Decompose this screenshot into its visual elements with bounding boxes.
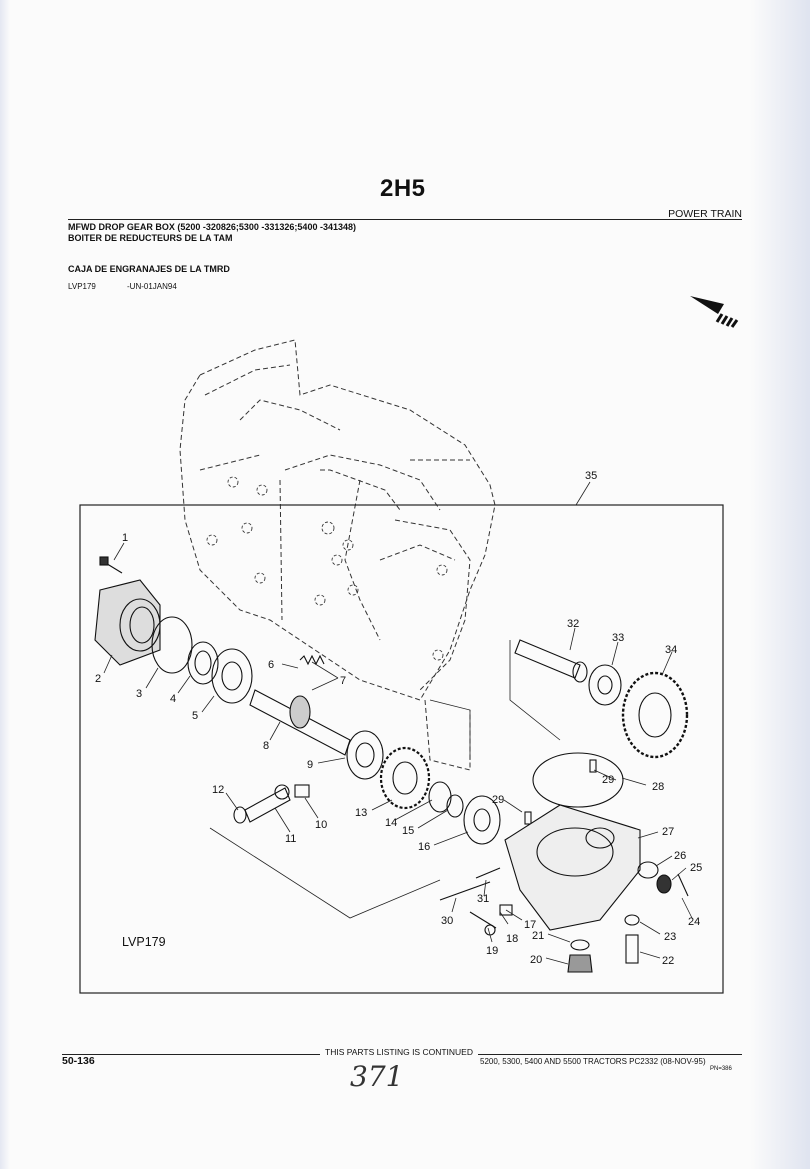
- callout-25: 25: [690, 862, 702, 874]
- diagram-label: LVP179: [122, 935, 166, 949]
- page-code: 2H5: [380, 175, 426, 202]
- callout-19: 19: [486, 945, 498, 957]
- footer-rule-left: [62, 1054, 320, 1055]
- callout-labels: 35 1 2 3 4 5 6 7 8 9 10 11 12 13 14 15 1…: [95, 470, 702, 967]
- callout-31: 31: [477, 893, 489, 905]
- illustration-ref-date: -UN-01JAN94: [127, 282, 177, 291]
- callout-11: 11: [285, 833, 296, 845]
- callout-15: 15: [402, 825, 414, 837]
- callout-21: 21: [532, 930, 544, 942]
- callout-23: 23: [664, 931, 676, 943]
- parts-drawing: [94, 556, 689, 973]
- callout-29-top: 29: [602, 774, 614, 786]
- handwritten-number: 371: [350, 1060, 404, 1093]
- callout-18: 18: [506, 933, 518, 945]
- callout-24: 24: [688, 916, 700, 928]
- callout-29-bottom: 29: [492, 794, 504, 806]
- callout-12: 12: [212, 784, 224, 796]
- callout-32: 32: [567, 618, 579, 630]
- callout-34: 34: [665, 644, 677, 656]
- callout-8: 8: [263, 740, 269, 752]
- scan-edge-right: [750, 0, 810, 1169]
- section-label: POWER TRAIN: [668, 208, 742, 220]
- page-number: 50-136: [62, 1055, 95, 1067]
- housing-holes: [206, 476, 448, 661]
- diagram-frame: [79, 504, 724, 994]
- callout-22: 22: [662, 955, 674, 967]
- callout-30: 30: [441, 915, 453, 927]
- continued-notice: THIS PARTS LISTING IS CONTINUED: [325, 1047, 473, 1057]
- callout-33: 33: [612, 632, 624, 644]
- callout-16: 16: [418, 841, 430, 853]
- footer-tractor-models: 5200, 5300, 5400 AND 5500 TRACTORS PC233…: [480, 1057, 706, 1066]
- direction-arrow-icon: [690, 296, 739, 328]
- title-french: BOITER DE REDUCTEURS DE LA TAM: [68, 233, 233, 243]
- callout-1: 1: [122, 532, 128, 544]
- callout-20: 20: [530, 954, 542, 966]
- housing-outline: [179, 339, 496, 771]
- callout-27: 27: [662, 826, 674, 838]
- leader-lines: [103, 481, 693, 965]
- footer-pn: PN=386: [710, 1066, 732, 1072]
- callout-3: 3: [136, 688, 142, 700]
- callout-9: 9: [307, 759, 313, 771]
- callout-7: 7: [340, 675, 346, 687]
- header-rule: [68, 219, 742, 220]
- callout-4: 4: [170, 693, 176, 705]
- callout-5: 5: [192, 710, 198, 722]
- scan-edge-left: [0, 0, 10, 1169]
- callout-2: 2: [95, 673, 101, 685]
- callout-26: 26: [674, 850, 686, 862]
- callout-17: 17: [524, 919, 536, 931]
- callout-35: 35: [585, 470, 597, 482]
- callout-6: 6: [268, 659, 274, 671]
- footer-rule-right: [478, 1054, 742, 1055]
- title-spanish: CAJA DE ENGRANAJES DE LA TMRD: [68, 264, 230, 274]
- callout-13: 13: [355, 807, 367, 819]
- callout-14: 14: [385, 817, 397, 829]
- illustration-ref-code: LVP179: [68, 282, 96, 291]
- title-english: MFWD DROP GEAR BOX (5200 -320826;5300 -3…: [68, 222, 356, 232]
- callout-10: 10: [315, 819, 327, 831]
- callout-28: 28: [652, 781, 664, 793]
